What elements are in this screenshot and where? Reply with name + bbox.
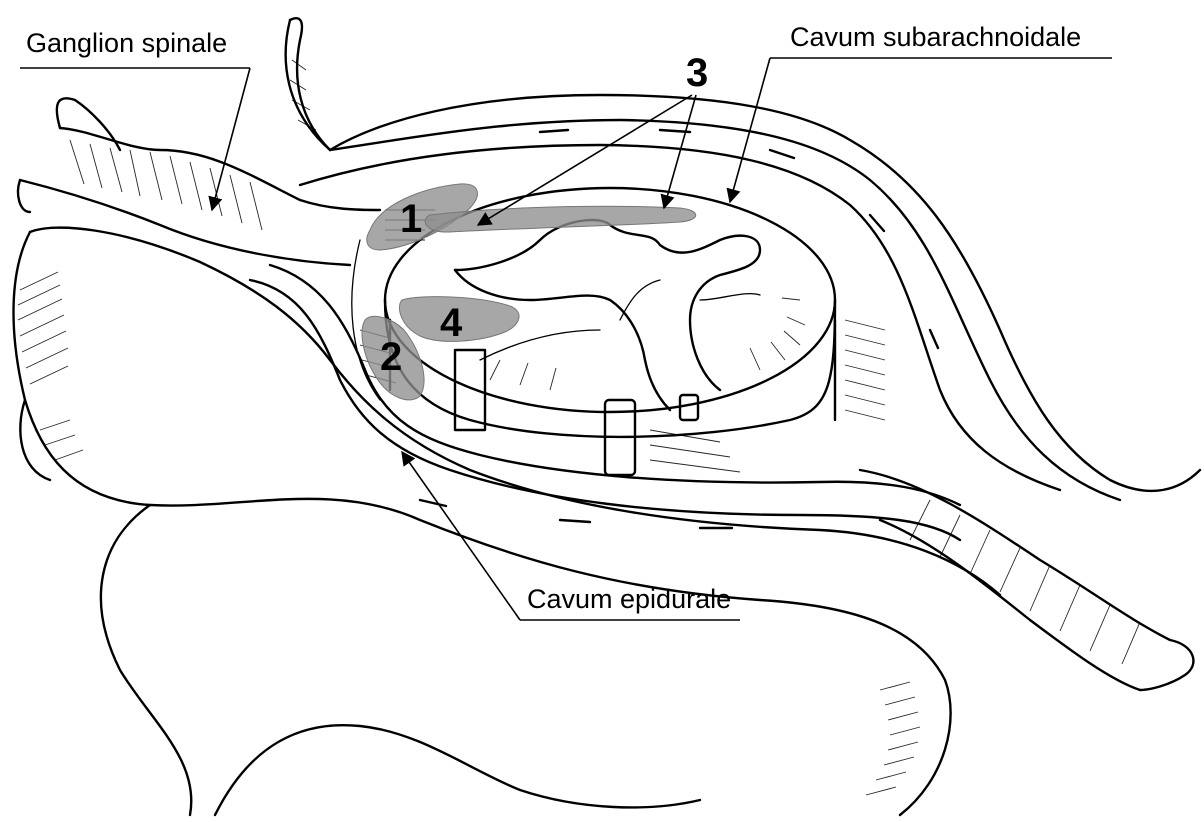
marker-3: 3 [686,51,708,95]
marker-3-arrow-right [664,95,696,208]
marker-1: 1 [400,197,422,241]
marker-2: 2 [380,335,402,379]
ganglion-arrow [212,68,250,210]
label-cavum-subarachnoidale: Cavum subarachnoidale [790,22,1081,52]
marker-4: 4 [440,301,463,345]
annotation-leaders [20,58,1112,620]
dura-mater-layers [250,18,1200,540]
epidural-arrow [402,452,520,620]
label-cavum-epidurale: Cavum epidurale [527,584,731,614]
label-ganglion-spinale: Ganglion spinale [26,28,227,58]
marker-3-arrow-left [478,95,692,225]
